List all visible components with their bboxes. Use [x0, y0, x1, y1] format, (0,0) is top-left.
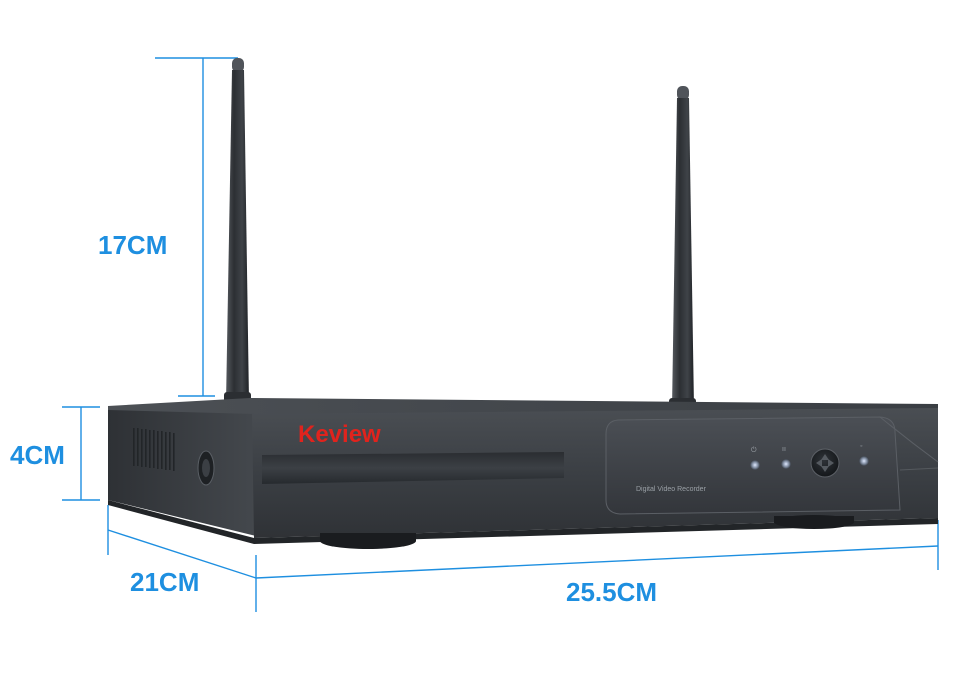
navigation-knob — [810, 448, 840, 478]
antenna-right — [669, 86, 696, 410]
dimension-label-width: 25.5CM — [566, 577, 657, 607]
nvr-device: ⏻ ıı ◦ Keview Digital Video Recorder — [108, 398, 939, 549]
antenna-left — [224, 58, 251, 404]
hdd-led — [781, 459, 791, 469]
dimension-label-device-height: 4CM — [10, 440, 65, 470]
svg-text:ıı: ıı — [782, 446, 786, 453]
front-slot — [262, 452, 564, 484]
dimension-label-antenna-height: 17CM — [98, 230, 167, 260]
panel-caption: Digital Video Recorder — [636, 486, 707, 493]
dimension-lines — [62, 57, 939, 612]
dimension-label-depth: 21CM — [130, 567, 199, 597]
power-led — [750, 460, 760, 470]
side-vent — [133, 428, 175, 471]
brand-logo: Keview — [298, 421, 381, 448]
svg-text:⏻: ⏻ — [751, 446, 757, 454]
network-led — [859, 456, 869, 466]
svg-text:◦: ◦ — [860, 443, 862, 450]
